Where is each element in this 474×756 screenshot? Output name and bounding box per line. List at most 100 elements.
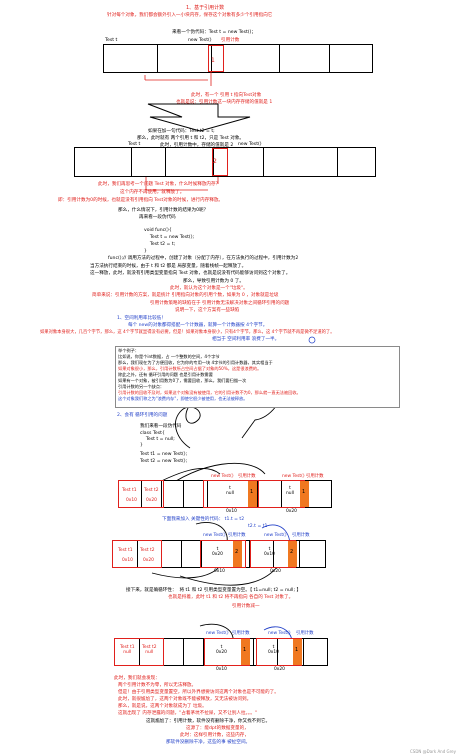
diagram-a-null1: t null xyxy=(226,486,235,496)
code2-line-5: Test t1 = new Test(); xyxy=(140,452,188,457)
diagram-a-a-left: 0x10 xyxy=(226,509,237,514)
blue-line-1: 每个 new的对象都得搭配一个计数器，就算一个计数器按 4个字节。 xyxy=(128,323,268,328)
blue-heading-2: 2、会有 循环引用的问题 xyxy=(117,413,168,418)
note-line-g: 引用计数的另一个缺点： xyxy=(118,384,165,389)
code-line-2: Test t = new Test(); xyxy=(144,235,195,240)
diagram-b-rc1 xyxy=(233,541,242,567)
final-red-4: 此时，就很尴尬了，这两个对象既不能被释放，又无法被访问到。 xyxy=(118,697,252,702)
box1-refcount-label: 引用计数 xyxy=(221,38,240,43)
paragraph-1: func();// 调用方法的过程中，创建了对象（分配了内存），在方法执行的过程… xyxy=(108,256,299,261)
diagram-a-vars-box xyxy=(118,480,164,508)
red-question-1: 此时，我们再思考一个问题 Test 对象，什么时候释放内存？ xyxy=(98,182,221,187)
diagram-a-glyph2: 1 xyxy=(302,489,306,495)
memory-box-2 xyxy=(74,147,376,177)
final-red-2: 两个引用计数不为零，所以无法释放。 xyxy=(118,683,197,688)
box2-glyph: 2 xyxy=(213,158,217,165)
diagram-a-t1: Test t1 xyxy=(122,488,137,493)
box1-new-label: new Test() xyxy=(188,38,212,43)
diagram-c-vars-box xyxy=(114,638,164,666)
diagram-b-obj1-box xyxy=(200,540,246,568)
diagram-c-rc2-label: 引用计数 xyxy=(296,631,314,636)
watermark: CSDN @Dark And Grey xyxy=(410,749,457,754)
diagram-a-obj2-box xyxy=(255,480,305,508)
diagram-b-new1: new Test() xyxy=(203,533,226,538)
diagram-a-rc1-label: 引用计数 xyxy=(238,474,256,479)
final-blue-1: 这源了：能dpt的数据变量的， xyxy=(186,726,249,731)
blue-heading-1: 1、空间利用率比较低！ xyxy=(117,316,166,321)
diagram-c-a-left: 0x10 xyxy=(216,667,227,672)
red-question-3: 即：引用计数为0的时候，也就是没有引用指向 Test对象的时候，进行内存释放。 xyxy=(58,198,224,203)
final-red-6: 这就出现了 内存泄露的问题，"占着茅坑不拉屎，又不让别人拉。。。" xyxy=(118,711,257,716)
final-red-3: 但是！由于引用类型变量置空，所以外界想要访问这两个对象也是不可能的了。 xyxy=(118,690,279,695)
note-line-i: 这个对象我们称之为"浪费内存"，即使它很少被使用，也无法被释放。 xyxy=(118,396,248,401)
paragraph-2: 当方法执行结束的时候，由于 t 和 t2 都是 局部变量，随着栈帧一起释放了。 xyxy=(90,264,247,269)
final-red-5: 那么，就是说，这两个对象就成为了 垃圾。 xyxy=(118,704,207,709)
code-line-1: void func(){ xyxy=(144,228,172,233)
code2-line-2: class Test{ xyxy=(140,431,165,436)
diagram-b-rc2 xyxy=(288,541,297,567)
diagram-a-obj1-box xyxy=(203,480,259,508)
diagram-b-vars-box xyxy=(112,540,162,568)
diagram-b-addr2: 0x20 xyxy=(143,558,154,563)
note-line-h: 引用计数的回收不及时，如果这个对象没有被使用，它的引用计数不为0，那么就一直无法… xyxy=(118,390,301,395)
memory-box-1 xyxy=(103,44,373,73)
diagram-c-t1: Test t1 null xyxy=(120,645,135,655)
diagram-a-null2: t null xyxy=(286,486,295,496)
diagram-c-inner2: t 0x10 xyxy=(268,645,279,655)
final-red-1: 此时，我们就会发现： xyxy=(114,676,160,681)
diagram-a-new1: new Test() xyxy=(211,474,234,479)
diagram-a-new2: new Test() xyxy=(282,474,305,479)
diagram-b-a-right: 0x20 xyxy=(270,569,281,574)
red-note-4: 此时，就认为这个对象是一个"垃圾"。 xyxy=(170,286,248,291)
diagram-b-glyph2: 2 xyxy=(290,549,294,555)
diagram-a-rc1 xyxy=(248,481,257,507)
box2-new-label: new Test() xyxy=(238,142,262,147)
note-line-d: 如果对象很小，那么，引用计数所占空间占据了对象的50%，这是很浪费的。 xyxy=(118,366,262,371)
diagram-c-new1: new Test() xyxy=(206,631,229,636)
question-2: 那么，此时就有 两个引用 t 和 t2，只是 Test 对象。 xyxy=(137,136,245,141)
question-3: 此时，引用计数中，存储的值就是 2 xyxy=(160,143,234,148)
diagram-c-rc2 xyxy=(293,639,302,665)
diagram-a-rc2-label: 引用计数 xyxy=(306,474,324,479)
code2-line-1: 我们来看一段伪代码 xyxy=(140,424,182,429)
red-question-2: 这个内存不再使用，就释放了。 xyxy=(120,190,185,195)
red-note-6: 引用计数策略的缺陷在于 引用计数无法解决对象之间循环引用的问题 xyxy=(150,301,290,306)
diagram-b-rc1-label: 引用计数 xyxy=(228,533,246,538)
diagram-a-a-right: 0x20 xyxy=(286,509,297,514)
code-line-4: } xyxy=(144,249,147,254)
diagram-a-addr2: 0x20 xyxy=(146,498,157,503)
box1-var-label: Test t xyxy=(105,38,118,43)
diagram-c-glyph1: 1 xyxy=(243,647,247,653)
note-line-1: 此时，有一个 引用 t 指向Test对象 xyxy=(191,93,262,98)
intro-text: 针对每个对象，我们都会额外引入一小块内存，保存这个对象有多少个引用指向它 xyxy=(107,13,273,18)
question-1: 如果在加一句代码：Test t2 = t; xyxy=(148,129,215,134)
diagram-c-rc1 xyxy=(241,639,250,665)
red-line-b: 相当于 空间利用率 浪费了一半。 xyxy=(212,337,280,342)
paragraph-3: 这一释放，此时，就没有引用类型变量指向 Test 对象，也就是说没有代码能够访问… xyxy=(90,271,291,276)
diagram-c-new2: new Test() xyxy=(268,631,291,636)
pseudo-label: 来看一个伪代码：Test t = new Test()； xyxy=(172,30,257,35)
diagram-b-rc2-label: 引用计数 xyxy=(292,533,310,538)
diagram-b-t2: Test t2 xyxy=(140,548,155,553)
diagram-b-inner1: t 0x20 xyxy=(212,547,223,557)
diagram-b-inner2: t 0x10 xyxy=(264,547,275,557)
diagram-b-new2: new Test() xyxy=(264,533,287,538)
code2-line-4: } xyxy=(140,443,143,448)
diagram-b-a-left: 0x10 xyxy=(214,569,225,574)
diagram-a-glyph1: 1 xyxy=(250,489,254,495)
paragraph-4: 那么，导致引用计数为 0 了。 xyxy=(183,279,244,284)
red-note-7: 说明一下，这个方案有一些缺陷 xyxy=(175,308,240,313)
final-blue-3: 那软件没删除干净，这些的事 被扯空间。 xyxy=(166,740,251,745)
diagram-c-rc1-label: 引用计数 xyxy=(232,631,250,636)
diagram-b-t1: Test t1 xyxy=(118,548,133,553)
diagram-c-inner1: t 0x20 xyxy=(216,645,227,655)
question-4: 那么，什么情况下，引用计数的结果为0呢？ xyxy=(118,208,209,213)
diagram-b-addr1: 0x10 xyxy=(122,558,133,563)
code2-line-6: Test t2 = new Test(); xyxy=(140,459,188,464)
final-black-1: 这就尴尬了：引用计数，软件没有删除干净，你又找不到它。 xyxy=(146,719,271,724)
midtext2-line-1: 接下来，就是确循环性： 将 t1 和 t2 引用类型变量置为空。【 t1=nul… xyxy=(126,588,302,593)
code2-line-3: Test t = null; xyxy=(140,437,175,442)
red-line-a: 如果对象本身很大，几百个字节，那么，这 4个字节就显得没有必要。但是！如果对象本… xyxy=(40,330,335,335)
diagram-a-t2: Test t2 xyxy=(144,488,159,493)
midtext2-line-3: 引用计数减一 xyxy=(232,604,260,609)
